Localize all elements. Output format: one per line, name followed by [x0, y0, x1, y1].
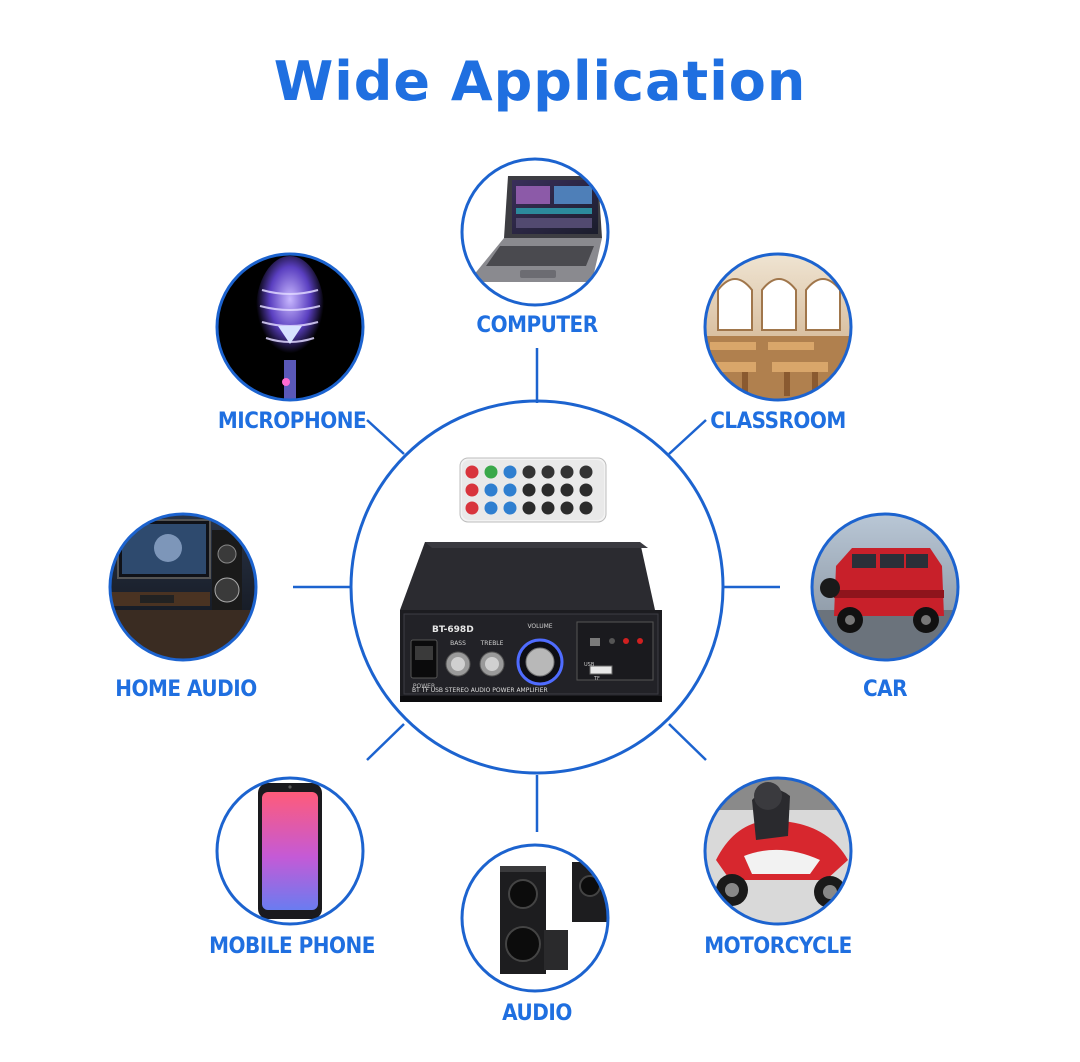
microphone-image [215, 252, 365, 402]
remote-button [560, 483, 574, 497]
connector-classroom [668, 419, 707, 455]
remote-button [465, 483, 479, 497]
tf-label: TF [593, 676, 600, 682]
power-switch-label: POWER [413, 683, 435, 690]
remote-button [522, 483, 536, 497]
connector-mobile-phone [366, 723, 405, 761]
bass-label: BASS [450, 640, 466, 647]
remote-button [484, 483, 498, 497]
connector-lines [293, 348, 780, 832]
audio-image [460, 843, 610, 993]
remote-button [541, 501, 555, 515]
label-car: CAR [862, 674, 908, 702]
remote-button [465, 465, 479, 479]
remote-button [522, 501, 536, 515]
motorcycle-image [703, 776, 853, 926]
mobile-phone-image [215, 776, 365, 926]
volume-label: VOLUME [527, 623, 552, 630]
remote-button [503, 483, 517, 497]
label-audio: AUDIO [502, 998, 572, 1026]
remote-button [503, 465, 517, 479]
treble-label: TREBLE [480, 640, 504, 647]
page-title: Wide Application [273, 50, 807, 113]
home-audio-image [108, 512, 258, 662]
connector-motorcycle [668, 723, 707, 761]
classroom-image [703, 252, 853, 402]
label-mobile-phone: MOBILE PHONE [209, 931, 375, 959]
remote-button [465, 501, 479, 515]
remote-button [522, 465, 536, 479]
label-home-audio: HOME AUDIO [115, 674, 257, 702]
remote-button [560, 501, 574, 515]
remote-button [579, 501, 593, 515]
remote-button [579, 465, 593, 479]
remote-button [503, 501, 517, 515]
car-image [810, 512, 960, 662]
label-computer: COMPUTER [476, 310, 598, 338]
center-ring [349, 399, 725, 775]
label-motorcycle: MOTORCYCLE [704, 931, 852, 959]
remote-button [541, 465, 555, 479]
remote-button [579, 483, 593, 497]
remote-button [484, 465, 498, 479]
remote-button [560, 465, 574, 479]
panel-text: BT TF USB STEREO AUDIO POWER AMPLIFIER [412, 687, 548, 694]
model-label: BT-698D [432, 625, 474, 635]
label-microphone: MICROPHONE [217, 406, 367, 434]
amplifier-image: POWER BT-698D BASS TREBLE VOLUME USB TF … [400, 542, 662, 702]
computer-image [460, 157, 610, 307]
label-classroom: CLASSROOM [710, 406, 846, 434]
connector-microphone [366, 419, 405, 455]
remote-control-image [459, 457, 607, 523]
usb-label: USB [584, 662, 595, 668]
remote-button [541, 483, 555, 497]
remote-button [484, 501, 498, 515]
